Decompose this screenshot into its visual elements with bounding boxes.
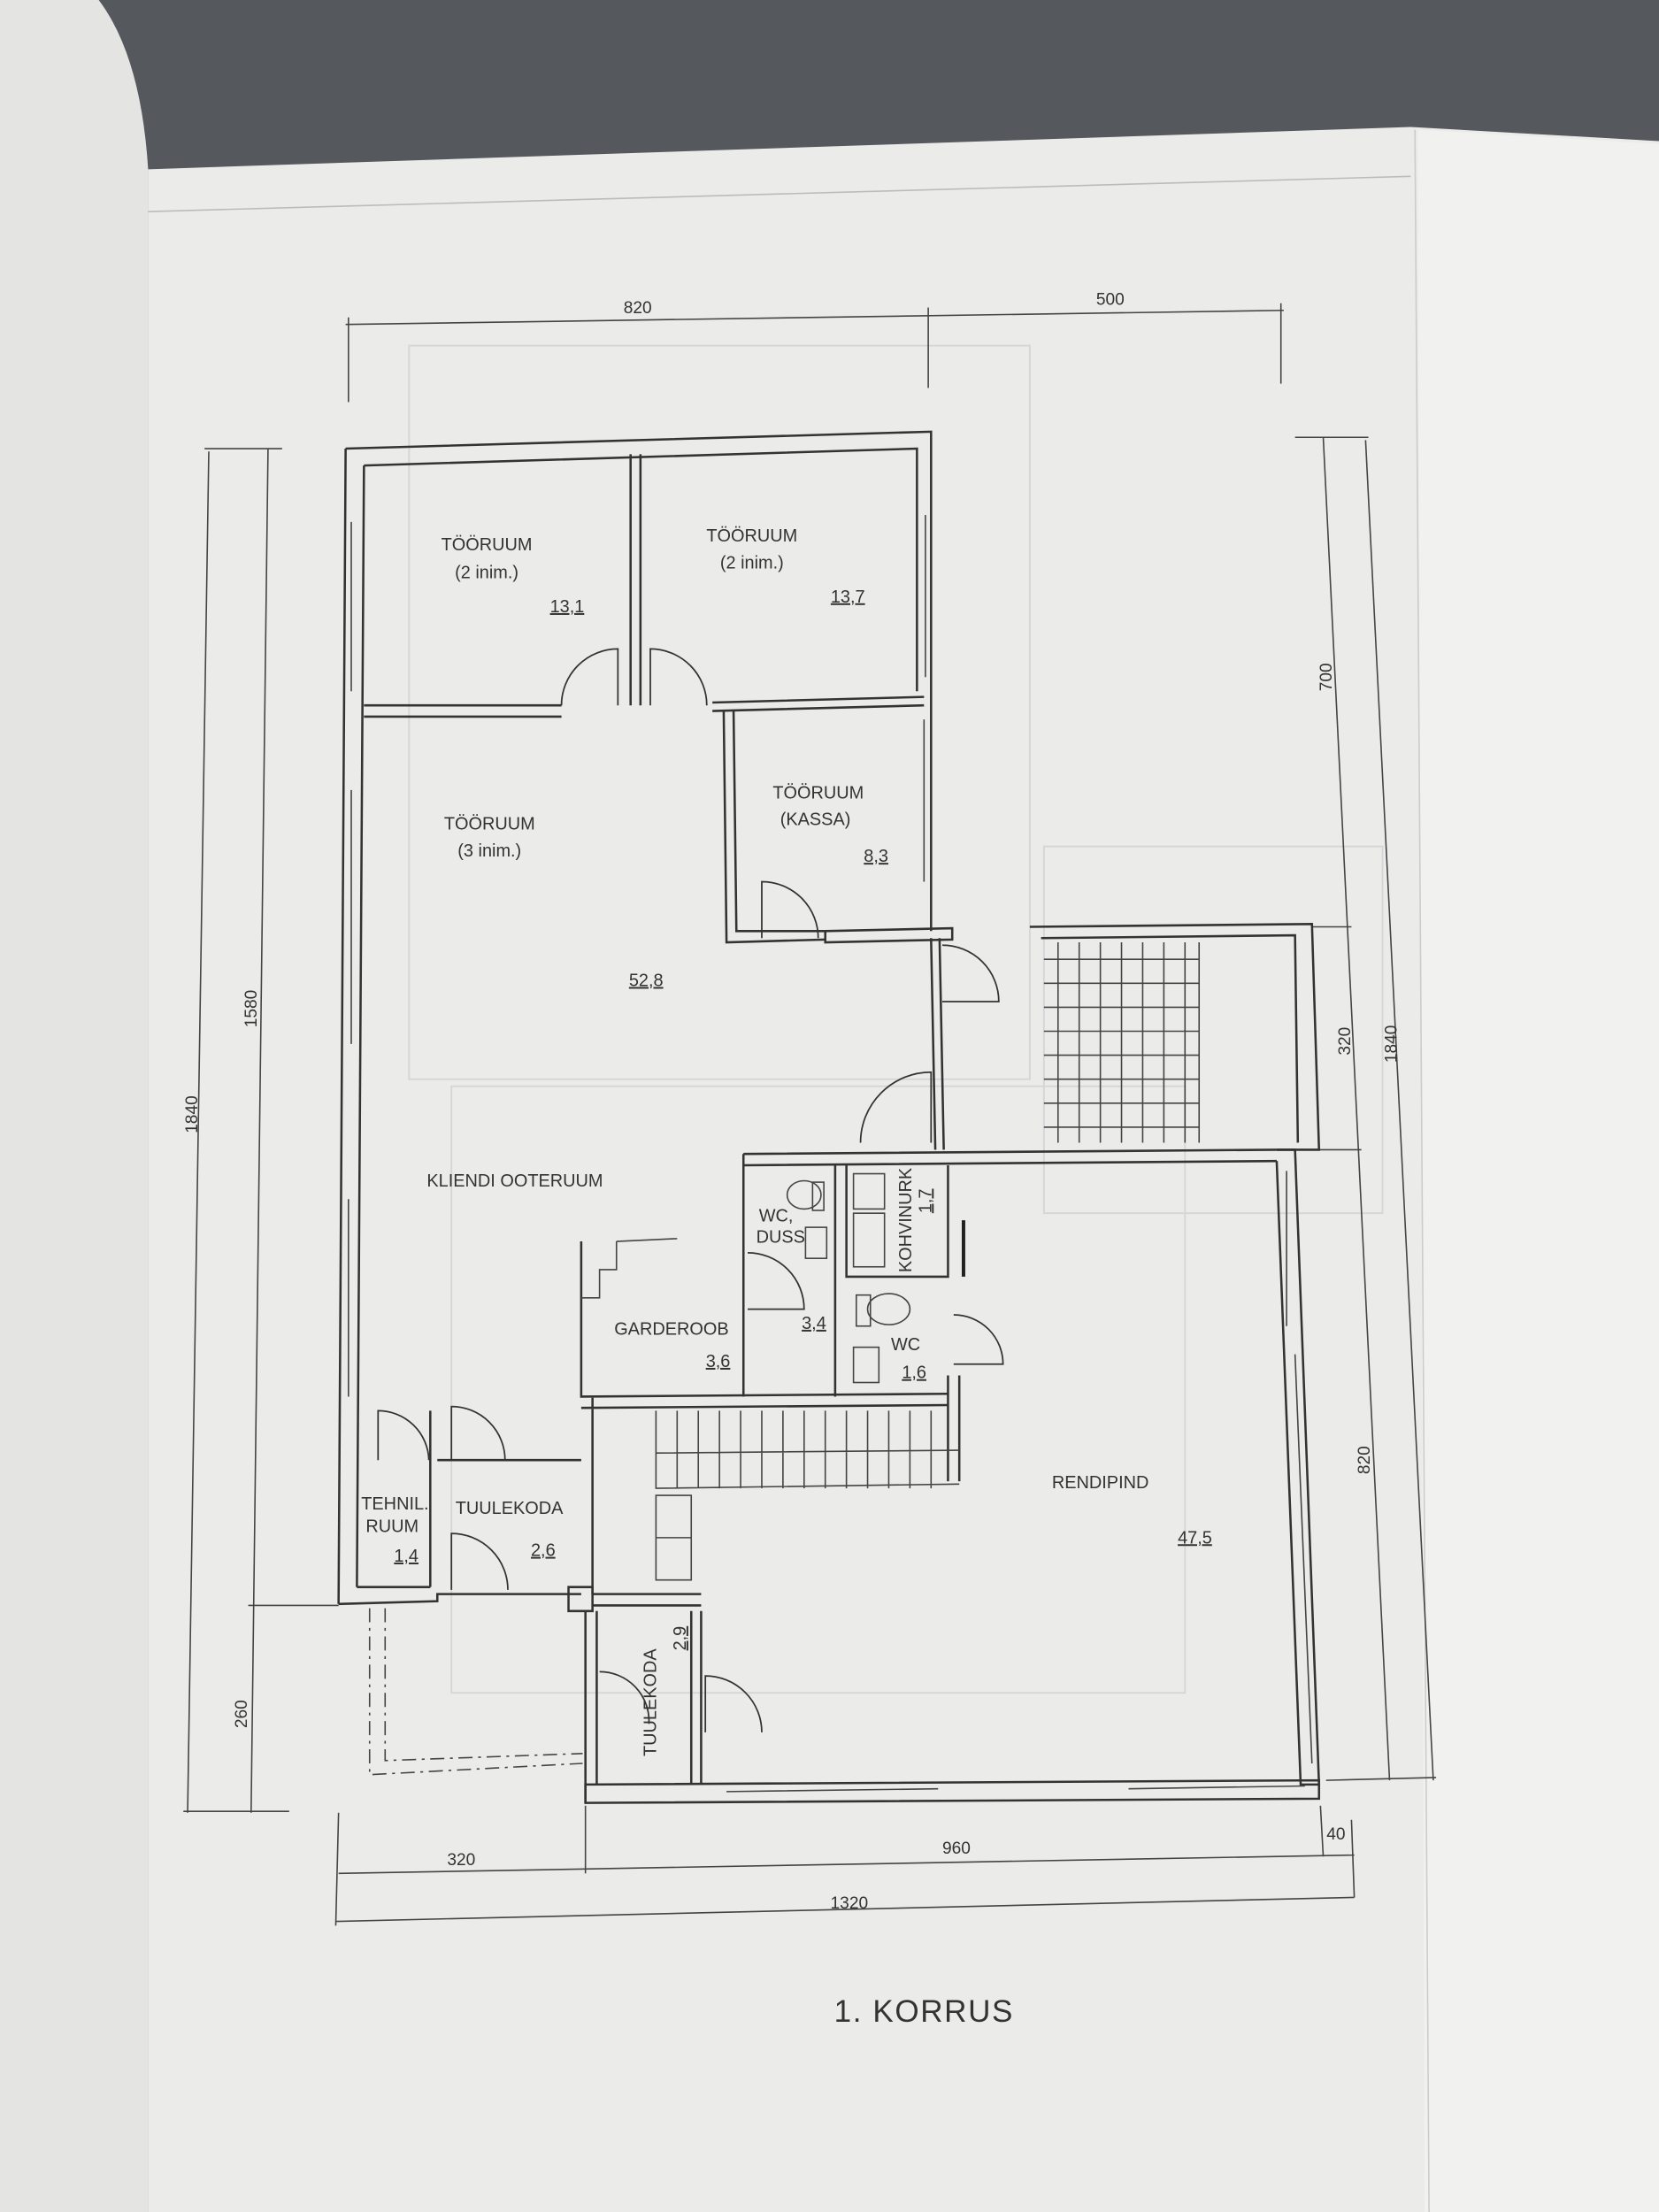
room-name: GARDEROOB xyxy=(614,1319,728,1339)
room-name: TÖÖRUUM xyxy=(772,783,864,803)
room-name: WC, xyxy=(759,1207,794,1226)
room-area: 2,9 xyxy=(671,1626,690,1651)
room-name: RENDIPIND xyxy=(1052,1473,1149,1493)
canopy-outline xyxy=(368,1608,583,1776)
room-name: TÖÖRUUM xyxy=(444,815,535,834)
room-sub: (KASSA) xyxy=(780,810,851,830)
dim-right-700: 700 xyxy=(1317,663,1336,691)
room-sub: (3 inim.) xyxy=(457,841,521,861)
room-area: 2,6 xyxy=(531,1541,556,1561)
dim-left-1580: 1580 xyxy=(242,990,261,1028)
room-sub: (2 inim.) xyxy=(455,564,518,583)
doors xyxy=(377,648,1004,1732)
dim-right-820: 820 xyxy=(1356,1446,1374,1474)
room-labels: TÖÖRUUM (2 inim.) 13,1 TÖÖRUUM (2 inim.)… xyxy=(361,526,1212,1756)
dim-top-820: 820 xyxy=(624,299,652,318)
dimension-lines xyxy=(183,303,1437,1926)
dim-top-500: 500 xyxy=(1096,290,1125,309)
page-fold xyxy=(1414,129,1430,2212)
dim-bottom-960: 960 xyxy=(942,1839,971,1858)
room-area: 13,1 xyxy=(550,597,585,617)
left-page xyxy=(0,0,149,2212)
sanitary-fixtures xyxy=(786,1172,965,1384)
dim-left-1840: 1840 xyxy=(183,1095,202,1133)
windows xyxy=(348,514,1313,1793)
paper-page xyxy=(148,127,1659,2212)
room-name: KLIENDI OOTERUUM xyxy=(426,1171,603,1191)
dim-left-260: 260 xyxy=(233,1700,251,1728)
dim-bottom-1320: 1320 xyxy=(831,1894,869,1913)
room-sub: RUUM xyxy=(365,1517,419,1537)
room-name: TÖÖRUUM xyxy=(442,535,533,555)
right-page-edge xyxy=(1417,129,1659,2212)
room-name: TUULEKODA xyxy=(641,1648,660,1756)
dim-bottom-320: 320 xyxy=(447,1851,475,1870)
room-area: 3,4 xyxy=(802,1314,826,1333)
room-name: TÖÖRUUM xyxy=(706,526,797,546)
room-sub: DUSS xyxy=(757,1228,805,1248)
room-area: 47,5 xyxy=(1178,1528,1212,1548)
room-name: KOHVINURK xyxy=(896,1167,916,1272)
stairs xyxy=(580,942,1201,1581)
room-area: 52,8 xyxy=(629,971,664,990)
room-name: TUULEKODA xyxy=(456,1499,564,1518)
room-sub: (2 inim.) xyxy=(720,554,784,573)
room-name: TEHNIL. xyxy=(361,1494,428,1514)
room-name: WC xyxy=(891,1335,920,1355)
room-area: 1,7 xyxy=(916,1188,935,1213)
dim-bottom-40: 40 xyxy=(1326,1825,1345,1844)
room-area: 1,4 xyxy=(394,1547,419,1566)
room-area: 13,7 xyxy=(831,588,865,607)
room-area: 8,3 xyxy=(864,847,888,866)
dim-right-1840: 1840 xyxy=(1382,1025,1401,1064)
room-area: 1,6 xyxy=(902,1363,926,1383)
room-area: 3,6 xyxy=(706,1352,731,1371)
dim-right-320: 320 xyxy=(1336,1027,1355,1056)
floor-title: 1. KORRUS xyxy=(834,1994,1014,2029)
page-rule xyxy=(148,175,1411,212)
walls xyxy=(337,430,1321,1804)
show-through-ghost xyxy=(408,344,1384,1694)
